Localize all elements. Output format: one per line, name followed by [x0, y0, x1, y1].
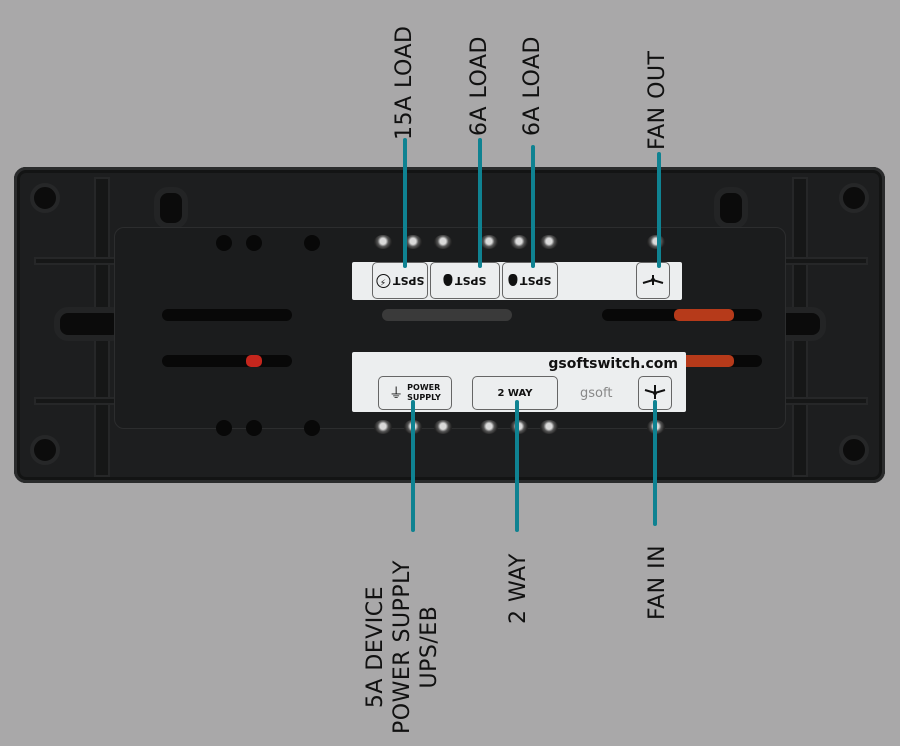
terminal-screw: [404, 235, 422, 249]
leader-line-fan-out: [657, 152, 661, 268]
lightning-icon: ⚡: [375, 273, 390, 288]
terminal-screw: [374, 420, 392, 434]
terminal-hole: [246, 235, 262, 251]
terminal-hole: [216, 420, 232, 436]
terminal-screw: [480, 235, 498, 249]
terminal-hole: [304, 420, 320, 436]
switch-module-back: [14, 167, 885, 483]
top-label-strip: SPST⚡ SPST SPST: [352, 262, 682, 300]
fan-icon: [642, 274, 664, 285]
leader-line-6a-2: [531, 145, 535, 268]
terminal-screw: [510, 420, 528, 434]
screw-hole-icon: [839, 435, 869, 465]
label-fan-out: FAN OUT: [645, 50, 670, 151]
internal-wire: [246, 355, 262, 367]
leader-line-2-way: [515, 400, 519, 532]
spst-label: SPST: [392, 274, 425, 287]
label-6a-load-2: 6A LOAD: [520, 36, 545, 136]
screw-hole-icon: [30, 183, 60, 213]
label-fan-in: FAN IN: [645, 544, 670, 620]
leader-line-fan-in: [653, 400, 657, 526]
label-power-supply: 5A DEVICE POWER SUPPLY UPS/EB: [363, 560, 442, 734]
terminal-screw: [480, 420, 498, 434]
bulb-icon: [443, 274, 453, 287]
terminal-hole: [304, 235, 320, 251]
label-6a-load-1: 6A LOAD: [467, 36, 492, 136]
website-label: gsoftswitch.com: [548, 356, 678, 372]
terminal-hole: [216, 235, 232, 251]
terminal-screw: [374, 235, 392, 249]
rib: [774, 397, 868, 405]
spst-box-6a-1: SPST: [430, 262, 500, 299]
bulb-icon: [508, 274, 518, 287]
vent-slot: [162, 309, 292, 321]
label-2-way: 2 WAY: [506, 553, 531, 624]
terminal-screw: [647, 235, 665, 249]
spst-label: SPST: [455, 274, 487, 287]
fan-icon: [644, 385, 666, 399]
fan-out-box: [636, 262, 670, 299]
terminal-screw: [510, 235, 528, 249]
mount-slot-top-right: [714, 187, 748, 229]
internal-wire: [674, 355, 734, 367]
vent-slot: [162, 355, 292, 367]
terminal-hole: [246, 420, 262, 436]
terminal-screw: [434, 235, 452, 249]
brand-label: gsoft: [580, 386, 613, 401]
vent-slot: [382, 309, 512, 321]
spst-label: SPST: [520, 274, 552, 287]
terminal-screw: [540, 420, 558, 434]
internal-wire: [674, 309, 734, 321]
mount-slot-top-left: [154, 187, 188, 229]
label-15a-load: 15A LOAD: [392, 25, 417, 140]
screw-hole-icon: [839, 183, 869, 213]
terminal-screw: [434, 420, 452, 434]
rib: [774, 257, 868, 265]
terminal-screw: [540, 235, 558, 249]
screw-hole-icon: [30, 435, 60, 465]
ground-icon: ⏚: [389, 386, 404, 402]
spst-box-15a: SPST⚡: [372, 262, 428, 299]
leader-line-6a-1: [478, 138, 482, 268]
leader-line-15a: [403, 138, 407, 268]
spst-box-6a-2: SPST: [502, 262, 558, 299]
leader-line-power-supply: [411, 400, 415, 532]
